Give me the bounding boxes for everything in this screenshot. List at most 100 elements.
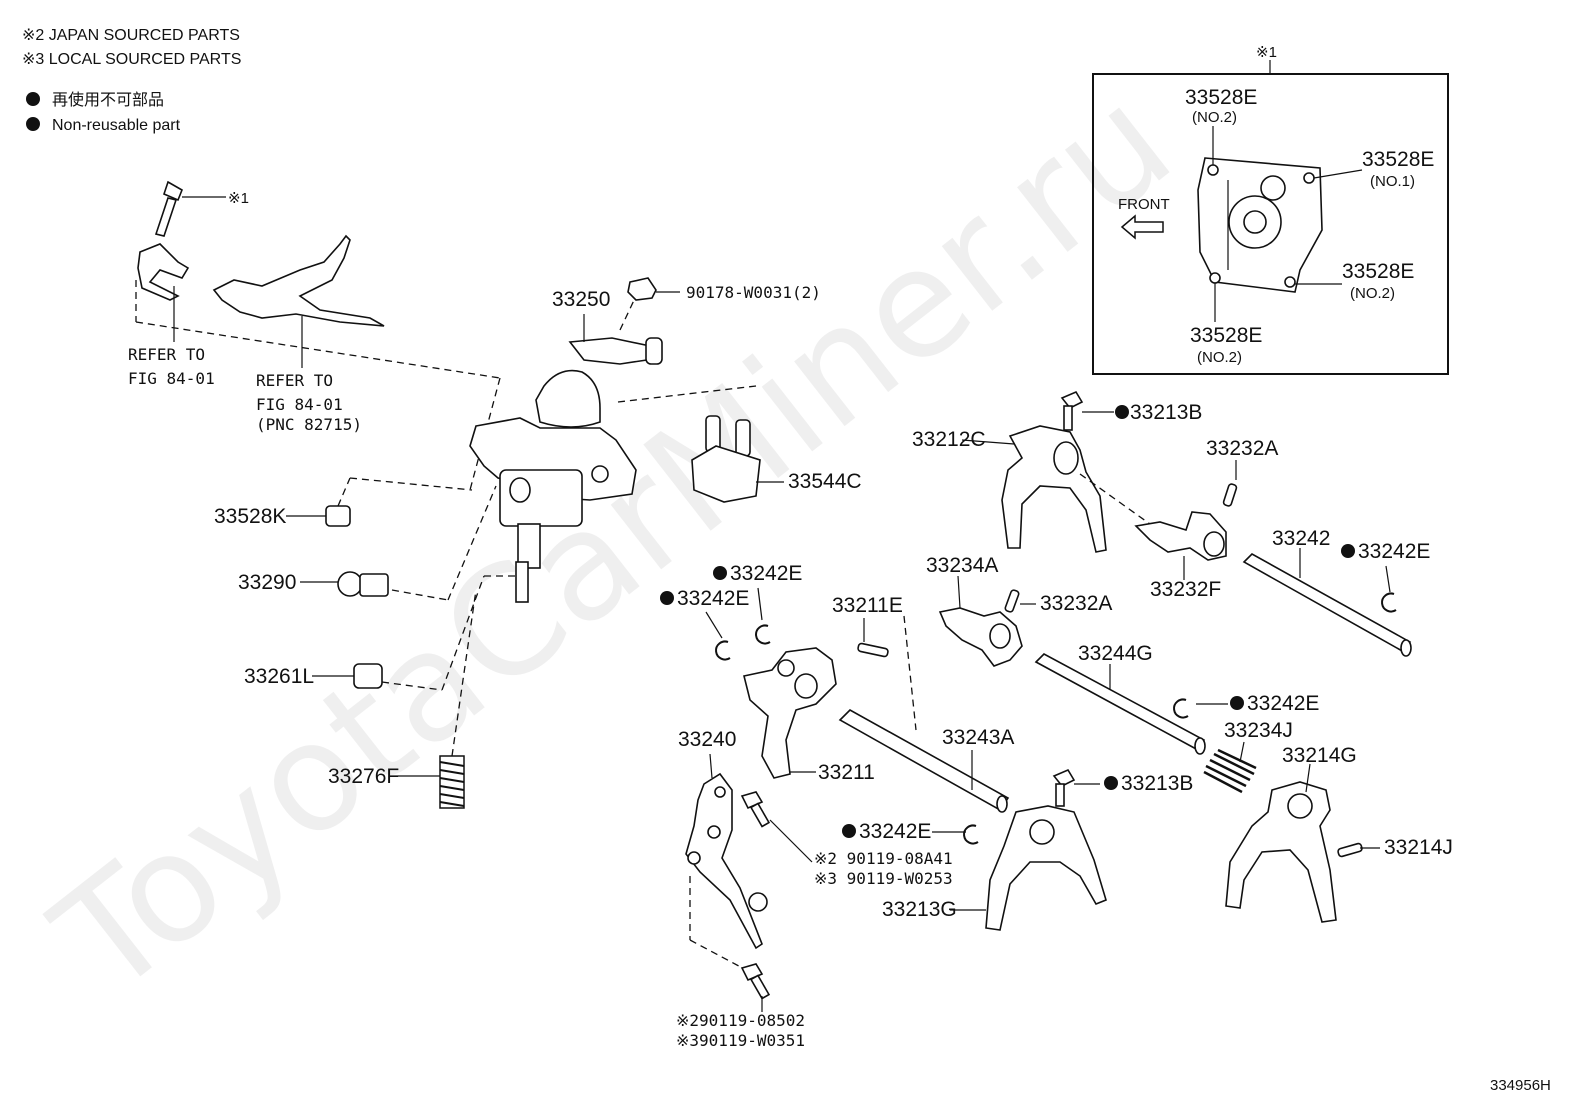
part-33214G: 33214G xyxy=(1225,744,1357,923)
part-33213B-lower: 33213B xyxy=(1052,768,1193,807)
legend-non-reusable-en: Non-reusable part xyxy=(52,117,181,134)
label-33212C: 33212C xyxy=(912,428,986,451)
refer-text-1-line2: FIG 84-01 xyxy=(128,369,215,388)
inset-label-bottom: 33528E xyxy=(1190,324,1262,347)
part-33242E-c: 33242E xyxy=(660,587,749,661)
front-arrow-icon xyxy=(1120,214,1164,240)
label-33240: 33240 xyxy=(678,728,736,751)
legend-non-reusable-ja: 再使用不可部品 xyxy=(52,91,164,109)
label-33242E-c: 33242E xyxy=(677,587,749,610)
label-33232A-upper: 33232A xyxy=(1206,437,1278,460)
part-33234A: 33234A xyxy=(926,554,1023,667)
part-33211E: 33211E xyxy=(832,594,917,731)
label-33234A: 33234A xyxy=(926,554,998,577)
label-90119-08A41: ※2 90119-08A41 xyxy=(814,849,953,868)
bolt-head xyxy=(163,180,184,202)
label-33214J: 33214J xyxy=(1384,836,1453,859)
part-33290: 33290 xyxy=(238,485,497,601)
part-33212C: 33212C xyxy=(912,425,1151,553)
non-reusable-bullet-icon xyxy=(660,591,674,605)
label-33261L: 33261L xyxy=(244,665,314,688)
non-reusable-bullet-icon xyxy=(26,117,40,131)
label-33250: 33250 xyxy=(552,288,610,311)
inset-note-bottom: (NO.2) xyxy=(1197,349,1242,366)
inset-label-top-left: 33528E xyxy=(1185,86,1257,109)
part-33242E-a: 33242E xyxy=(1341,540,1430,613)
label-33242E-a: 33242E xyxy=(1358,540,1430,563)
part-33244G: 33244G xyxy=(1034,642,1206,755)
label-33213B-lower: 33213B xyxy=(1121,772,1193,795)
retainer-plate xyxy=(137,243,190,301)
legend-japan: ※2 JAPAN SOURCED PARTS xyxy=(22,27,240,44)
part-33232A-upper: 33232A xyxy=(1206,437,1278,507)
label-33232A-lower: 33232A xyxy=(1040,592,1112,615)
label-33213B-upper: 33213B xyxy=(1130,401,1202,424)
label-33528K: 33528K xyxy=(214,505,286,528)
part-33214J: 33214J xyxy=(1337,836,1453,859)
label-90178-W0031: 90178-W0031(2) xyxy=(686,283,821,302)
shift-housing-assembly xyxy=(469,295,757,603)
part-33242E-e: 33242E xyxy=(842,820,979,845)
part-33261L: 33261L xyxy=(244,575,518,691)
part-33232A-lower: 33232A xyxy=(1004,589,1112,615)
label-90119-W0253: ※3 90119-W0253 xyxy=(814,869,953,888)
refer-text-2-line1: REFER TO xyxy=(256,371,333,390)
part-33276F: 33276F xyxy=(328,589,477,809)
label-90119-W0351: ※390119-W0351 xyxy=(676,1031,805,1050)
non-reusable-bullet-icon xyxy=(26,92,40,106)
part-33243A: 33243A xyxy=(838,709,1014,813)
non-reusable-bullet-icon xyxy=(1104,776,1118,790)
non-reusable-bullet-icon xyxy=(1341,544,1355,558)
part-90119-08A41: ※2 90119-08A41 ※3 90119-W0253 xyxy=(740,791,953,888)
part-90178-W0031: 90178-W0031(2) xyxy=(627,277,821,302)
part-33544C: 33544C xyxy=(691,415,862,503)
shift-cable-bracket xyxy=(212,234,385,327)
inset-note-right-upper: (NO.1) xyxy=(1370,173,1415,190)
part-33213G: 33213G xyxy=(882,805,1107,931)
part-33232F: 33232F xyxy=(1134,511,1227,601)
part-33528K: 33528K xyxy=(214,477,473,528)
inset-note-top-left: (NO.2) xyxy=(1192,109,1237,126)
shift-cable-bracket-group: ※1 REFER TO FIG 84-01 REFER TO FIG 84-01… xyxy=(128,180,501,434)
label-33211: 33211 xyxy=(818,761,875,784)
inset-label-right-lower: 33528E xyxy=(1342,260,1414,283)
bolt-shank xyxy=(154,197,178,237)
inset-note-right-lower: (NO.2) xyxy=(1350,285,1395,302)
label-33234J: 33234J xyxy=(1224,719,1293,742)
inset-ref-mark: ※1 xyxy=(1256,44,1277,61)
inset-frame xyxy=(1092,73,1449,375)
part-33213B-upper: 33213B xyxy=(1060,390,1202,431)
part-33234J: 33234J xyxy=(1203,719,1293,794)
watermark: ToyotaCarMiner.ru xyxy=(24,55,1202,1029)
label-33211E: 33211E xyxy=(832,594,903,617)
legend-local: ※3 LOCAL SOURCED PARTS xyxy=(22,51,241,68)
label-33242E-d: 33242E xyxy=(1247,692,1319,715)
label-33243A: 33243A xyxy=(942,726,1014,749)
diagram-code: 334956H xyxy=(1490,1077,1551,1094)
label-33544C: 33544C xyxy=(788,470,862,493)
refer-text-1-line1: REFER TO xyxy=(128,345,205,364)
non-reusable-bullet-icon xyxy=(842,824,856,838)
label-33213G: 33213G xyxy=(882,898,957,921)
legend: ※2 JAPAN SOURCED PARTS ※3 LOCAL SOURCED … xyxy=(22,27,241,134)
part-33211: 33211 xyxy=(743,647,875,784)
non-reusable-bullet-icon xyxy=(713,566,727,580)
refer-text-2-line2: FIG 84-01 xyxy=(256,395,343,414)
label-33276F: 33276F xyxy=(328,765,399,788)
label-33232F: 33232F xyxy=(1150,578,1221,601)
part-33240: 33240 xyxy=(678,728,768,973)
inset-label-right-upper: 33528E xyxy=(1362,148,1434,171)
part-33242E-d: 33242E xyxy=(1173,692,1319,719)
label-33242E-e: 33242E xyxy=(859,820,931,843)
non-reusable-bullet-icon xyxy=(1230,696,1244,710)
non-reusable-bullet-icon xyxy=(1115,405,1129,419)
boot xyxy=(535,369,601,428)
part-33242E-b: 33242E xyxy=(713,562,802,645)
part-33242: 33242 xyxy=(1242,527,1412,657)
label-33242: 33242 xyxy=(1272,527,1330,550)
bolt-ref-mark: ※1 xyxy=(228,190,249,207)
label-33290: 33290 xyxy=(238,571,296,594)
label-33214G: 33214G xyxy=(1282,744,1357,767)
